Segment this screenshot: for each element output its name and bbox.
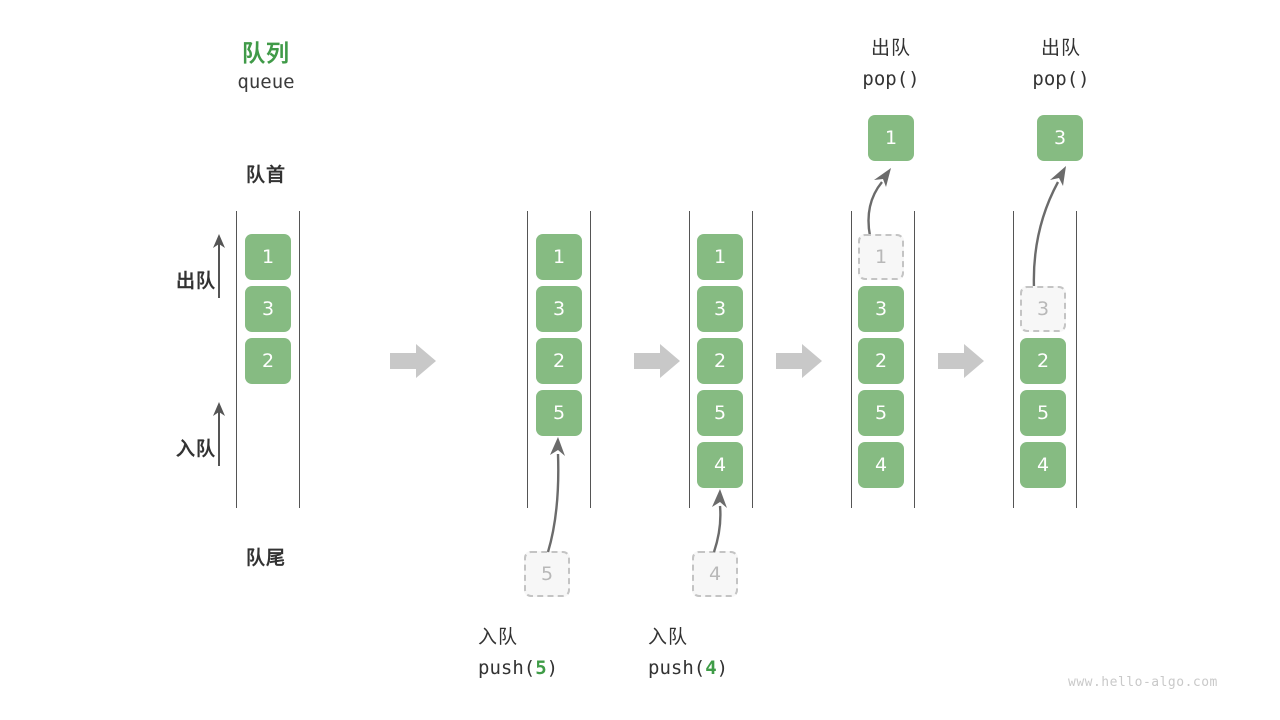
queue-cell-ghost: 3 <box>1020 286 1066 332</box>
queue-cell: 4 <box>858 442 904 488</box>
queue-cell: 2 <box>1020 338 1066 384</box>
op-label-code-state-4: pop() <box>862 68 920 90</box>
queue-cell: 3 <box>697 286 743 332</box>
op-label-cn-state-5: 出队 <box>1040 37 1081 59</box>
queue-cell: 5 <box>536 390 582 436</box>
op-arg: 4 <box>705 657 717 679</box>
op-label-code-state-2: push(5) <box>478 657 559 679</box>
queue-cell: 3 <box>536 286 582 332</box>
transition-arrow-icon <box>776 344 822 378</box>
transition-arrow-icon <box>390 344 436 378</box>
queue-tail-label: 队尾 <box>245 547 286 569</box>
rail-right-state-4 <box>914 211 915 508</box>
incoming-ghost-cell: 5 <box>524 551 570 597</box>
incoming-ghost-cell: 4 <box>692 551 738 597</box>
pop-curve-arrow-icon <box>867 168 891 237</box>
op-arg: 5 <box>535 657 547 679</box>
queue-cell-ghost: 1 <box>858 234 904 280</box>
op-label-code-state-3: push(4) <box>648 657 729 679</box>
queue-cell: 2 <box>697 338 743 384</box>
rail-right-state-5 <box>1076 211 1077 508</box>
diagram-title-en: queue <box>237 71 295 93</box>
dequeue-direction-arrow-icon <box>213 234 225 298</box>
queue-head-label: 队首 <box>245 164 286 186</box>
queue-cell: 2 <box>536 338 582 384</box>
queue-cell: 5 <box>1020 390 1066 436</box>
queue-cell: 1 <box>536 234 582 280</box>
rail-left-state-4 <box>851 211 852 508</box>
queue-cell: 1 <box>245 234 291 280</box>
dequeue-axis-label: 出队 <box>175 270 216 292</box>
rail-left-state-2 <box>527 211 528 508</box>
transition-arrow-icon <box>634 344 680 378</box>
rail-left-state-3 <box>689 211 690 508</box>
popped-cell: 3 <box>1037 115 1083 161</box>
transition-arrow-icon <box>938 344 984 378</box>
enqueue-axis-label: 入队 <box>175 438 216 460</box>
op-label-cn-state-4: 出队 <box>870 37 911 59</box>
rail-right-state-3 <box>752 211 753 508</box>
queue-cell: 4 <box>1020 442 1066 488</box>
queue-cell: 2 <box>245 338 291 384</box>
rail-left-state-5 <box>1013 211 1014 508</box>
rail-left-state-1 <box>236 211 237 508</box>
pop-curve-arrow-icon <box>1032 166 1066 289</box>
queue-cell: 5 <box>858 390 904 436</box>
queue-cell: 5 <box>697 390 743 436</box>
queue-cell: 3 <box>245 286 291 332</box>
queue-cell: 1 <box>697 234 743 280</box>
op-label-cn-state-2: 入队 <box>478 626 519 648</box>
popped-cell: 1 <box>868 115 914 161</box>
op-label-code-state-5: pop() <box>1032 68 1090 90</box>
push-curve-arrow-icon <box>546 437 565 553</box>
diagram-title-cn: 队列 <box>242 41 290 67</box>
rail-right-state-1 <box>299 211 300 508</box>
rail-right-state-2 <box>590 211 591 508</box>
queue-cell: 4 <box>697 442 743 488</box>
op-label-cn-state-3: 入队 <box>648 626 689 648</box>
watermark: www.hello-algo.com <box>1068 675 1218 690</box>
queue-cell: 2 <box>858 338 904 384</box>
enqueue-direction-arrow-icon <box>213 402 225 466</box>
queue-cell: 3 <box>858 286 904 332</box>
push-curve-arrow-icon <box>712 489 727 553</box>
